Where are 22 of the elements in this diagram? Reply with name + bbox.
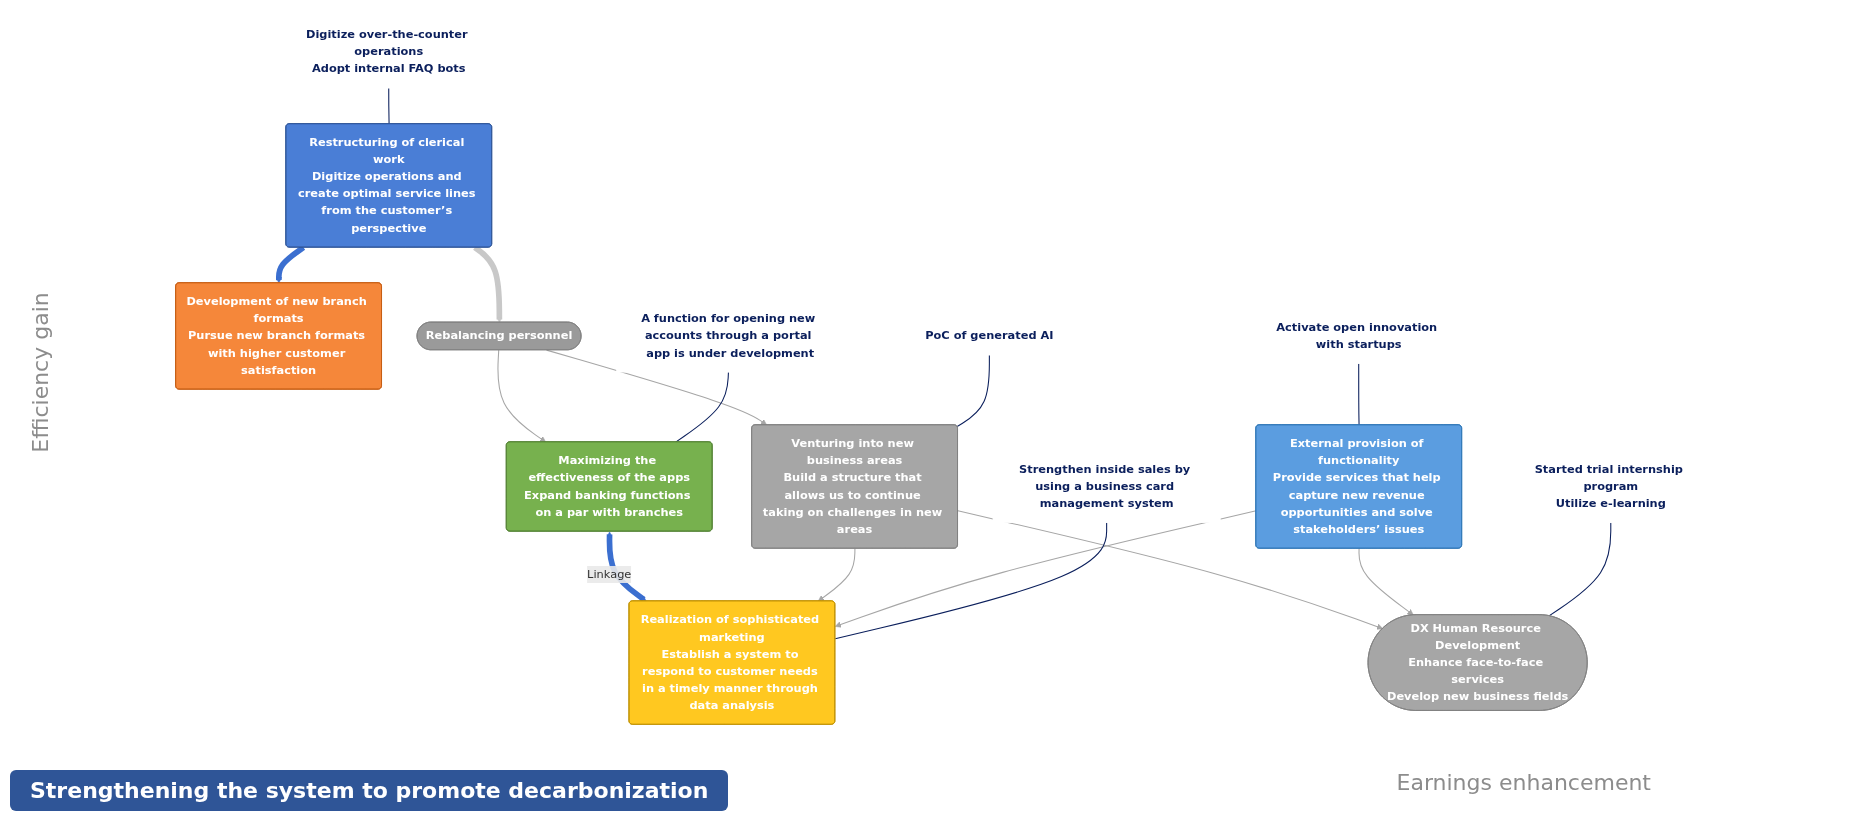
arrow [957, 510, 1384, 630]
node-text: Started trial internship program Utilize e-learning [1534, 462, 1683, 510]
connector [956, 354, 990, 427]
node-text: Strengthen inside sales by using a business card management system [1019, 462, 1191, 510]
connector [1358, 363, 1360, 426]
arrow [818, 548, 856, 602]
axis-label: Efficiency gain [27, 292, 53, 453]
connector [388, 87, 390, 125]
connector [675, 371, 729, 443]
node-text: Digitize over-the-counter operations Adopt internal FAQ bots [305, 27, 468, 76]
arrow [546, 349, 767, 426]
node-text: PoC of generated AI [925, 328, 1054, 343]
banner-heading: Strengthening the system to promote decarbonization [10, 770, 729, 811]
edge-label: Linkage [587, 567, 632, 581]
connector [834, 522, 1108, 640]
node-text: A function for opening new accounts through a portal app is under development [641, 311, 816, 360]
arrow [497, 349, 546, 443]
node-text: Activate open innovation with startups [1276, 320, 1438, 351]
axis-label: Earnings enhancement [1396, 770, 1651, 795]
arrow [834, 510, 1257, 628]
connector [1548, 522, 1612, 617]
arrow [1358, 548, 1414, 616]
